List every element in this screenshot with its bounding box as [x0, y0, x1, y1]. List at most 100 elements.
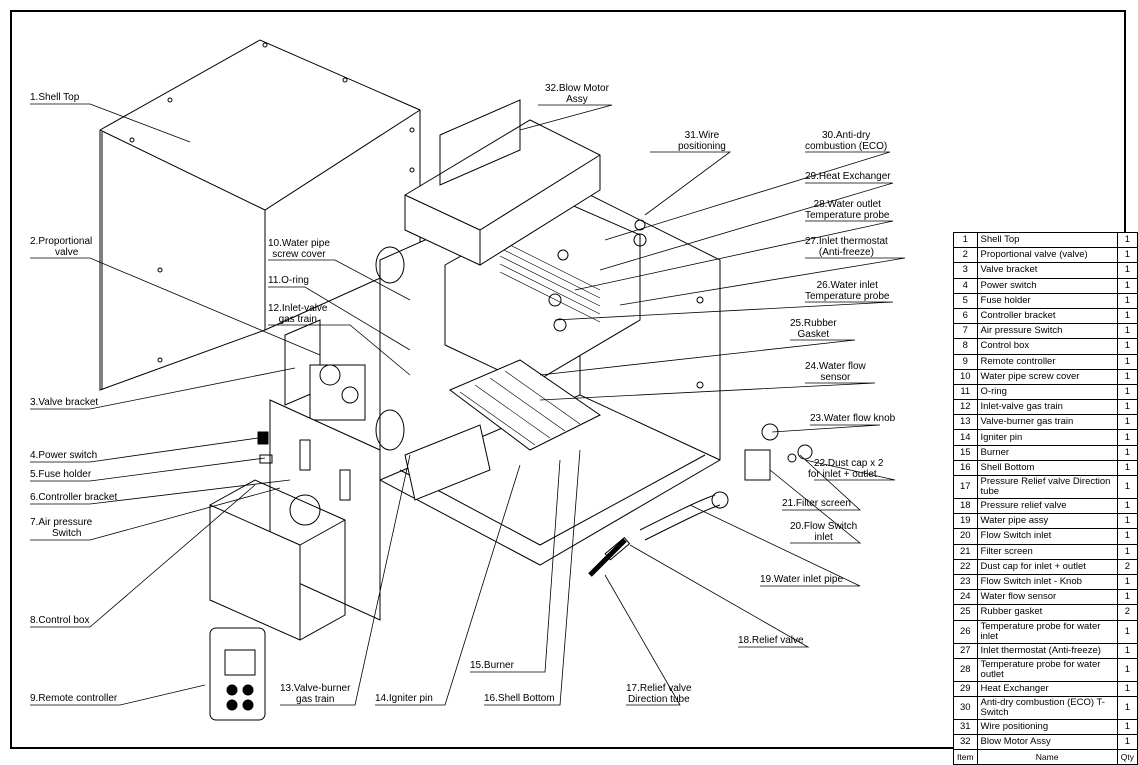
bom-item-qty: 1 [1116, 619, 1138, 644]
bom-item-qty: 1 [1116, 231, 1138, 249]
bom-item-name: Controller bracket [976, 307, 1118, 325]
callout-water-flow-knob: 23.Water flow knob [810, 413, 896, 424]
bom-item-number: 3 [953, 262, 978, 279]
callout-remote-controller: 9.Remote controller [30, 693, 118, 704]
bom-item-qty: 1 [1116, 475, 1138, 499]
bom-item-name: Temperature probe for water outlet [976, 657, 1118, 682]
bom-item-number: 13 [953, 414, 978, 431]
bom-item-qty: 1 [1116, 497, 1138, 515]
bom-item-qty: 1 [1116, 680, 1138, 697]
callout-relief-valve: 18.Relief valve [738, 635, 804, 646]
bom-item-name: Dust cap for inlet + outlet [976, 558, 1118, 575]
bom-item-number: 18 [953, 497, 978, 515]
bom-item-number: 28 [953, 657, 978, 682]
bom-item-name: Burner [976, 444, 1118, 461]
water-fittings-part [404, 219, 813, 577]
bom-item-qty: 1 [1116, 459, 1138, 477]
bom-item-qty: 1 [1116, 513, 1138, 530]
bom-item-qty: 1 [1116, 323, 1138, 340]
bom-item-number: 23 [953, 573, 978, 591]
callout-shell-bottom: 16.Shell Bottom [484, 693, 555, 704]
bom-item-number: 11 [953, 383, 978, 401]
bom-item-qty: 1 [1116, 292, 1138, 309]
bom-item-qty: 1 [1116, 718, 1138, 736]
bom-item-number: 20 [953, 528, 978, 545]
bom-item-qty: 1 [1116, 429, 1138, 446]
bom-item-qty: 1 [1116, 657, 1138, 682]
bom-item-qty: 2 [1116, 604, 1138, 621]
bom-item-name: O-ring [976, 383, 1118, 401]
bom-item-name: Shell Bottom [976, 459, 1118, 477]
bom-item-qty: 1 [1116, 368, 1138, 385]
bom-item-number: 1 [953, 231, 978, 249]
bom-item-name: Pressure Relief valve Direction tube [976, 475, 1118, 499]
callout-shell-top: 1.Shell Top [30, 92, 80, 103]
bom-item-name: Heat Exchanger [976, 680, 1118, 697]
bom-item-qty: 1 [1116, 734, 1138, 751]
bom-item-qty: 1 [1116, 444, 1138, 461]
callout-burner: 15.Burner [470, 660, 514, 671]
bom-item-name: Fuse holder [976, 292, 1118, 309]
bom-item-qty: 1 [1116, 642, 1138, 659]
bom-header-item: Item [953, 749, 978, 765]
callout-water-inlet-pipe: 19.Water inlet pipe [760, 574, 844, 585]
bom-item-number: 2 [953, 247, 978, 264]
callout-o-ring: 11.O-ring [268, 275, 309, 286]
bom-item-number: 27 [953, 642, 978, 659]
bom-item-name: Temperature probe for water inlet [976, 619, 1118, 644]
bom-item-name: Water flow sensor [976, 589, 1118, 606]
bom-item-name: Proportional valve (valve) [976, 247, 1118, 264]
bom-item-name: Blow Motor Assy [976, 734, 1118, 751]
bom-item-number: 26 [953, 619, 978, 644]
bom-item-qty: 1 [1116, 307, 1138, 325]
bom-item-number: 4 [953, 277, 978, 294]
bom-item-name: Filter screen [976, 543, 1118, 560]
bom-item-name: Igniter pin [976, 429, 1118, 446]
bom-item-number: 17 [953, 475, 978, 499]
bom-item-qty: 1 [1116, 589, 1138, 606]
bom-item-name: Shell Top [976, 231, 1118, 249]
bom-item-name: Anti-dry combustion (ECO) T-Switch [976, 695, 1118, 720]
bom-item-name: Wire positioning [976, 718, 1118, 736]
blow-motor-part [375, 99, 601, 284]
bom-item-name: Water pipe screw cover [976, 368, 1118, 385]
remote-controller-part [209, 627, 266, 721]
bom-item-name: Inlet-valve gas train [976, 399, 1118, 416]
bom-item-qty: 1 [1116, 528, 1138, 545]
bom-item-qty: 1 [1116, 543, 1138, 560]
bom-header-qty: Qty [1116, 749, 1138, 765]
bom-item-name: Remote controller [976, 353, 1118, 370]
leader-lines [30, 103, 906, 706]
callout-heat-exchanger: 29.Heat Exchanger [805, 171, 891, 182]
bom-item-name: Power switch [976, 277, 1118, 294]
